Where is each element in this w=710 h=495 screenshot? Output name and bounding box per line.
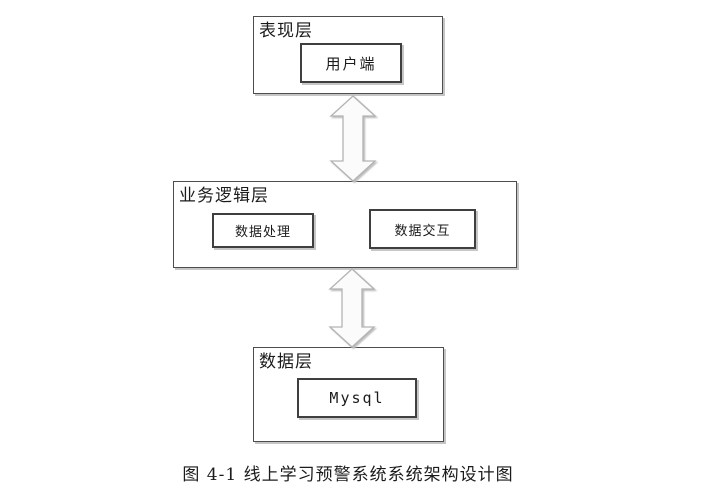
layer-label-data: 数据层 bbox=[259, 352, 313, 372]
double-arrow-presentation-business-icon bbox=[329, 95, 377, 182]
component-label-mysql: Mysql bbox=[329, 389, 385, 407]
layer-box-data: 数据层 Mysql bbox=[253, 347, 444, 442]
double-arrow-business-data-icon bbox=[328, 268, 376, 348]
component-label-client: 用户端 bbox=[325, 54, 377, 73]
layer-box-presentation: 表现层 用户端 bbox=[253, 16, 443, 94]
component-label-data-interaction: 数据交互 bbox=[394, 223, 451, 239]
layer-box-business-logic: 业务逻辑层 数据处理 数据交互 bbox=[173, 181, 517, 268]
figure-caption: 图 4-1 线上学习预警系统系统架构设计图 bbox=[182, 465, 514, 485]
component-box-data-processing: 数据处理 bbox=[212, 213, 314, 248]
layer-label-presentation: 表现层 bbox=[259, 21, 313, 41]
component-box-mysql: Mysql bbox=[297, 378, 417, 418]
layer-label-business-logic: 业务逻辑层 bbox=[179, 186, 269, 206]
component-box-client: 用户端 bbox=[300, 43, 402, 83]
component-label-data-processing: 数据处理 bbox=[234, 225, 291, 240]
component-box-data-interaction: 数据交互 bbox=[369, 209, 476, 249]
